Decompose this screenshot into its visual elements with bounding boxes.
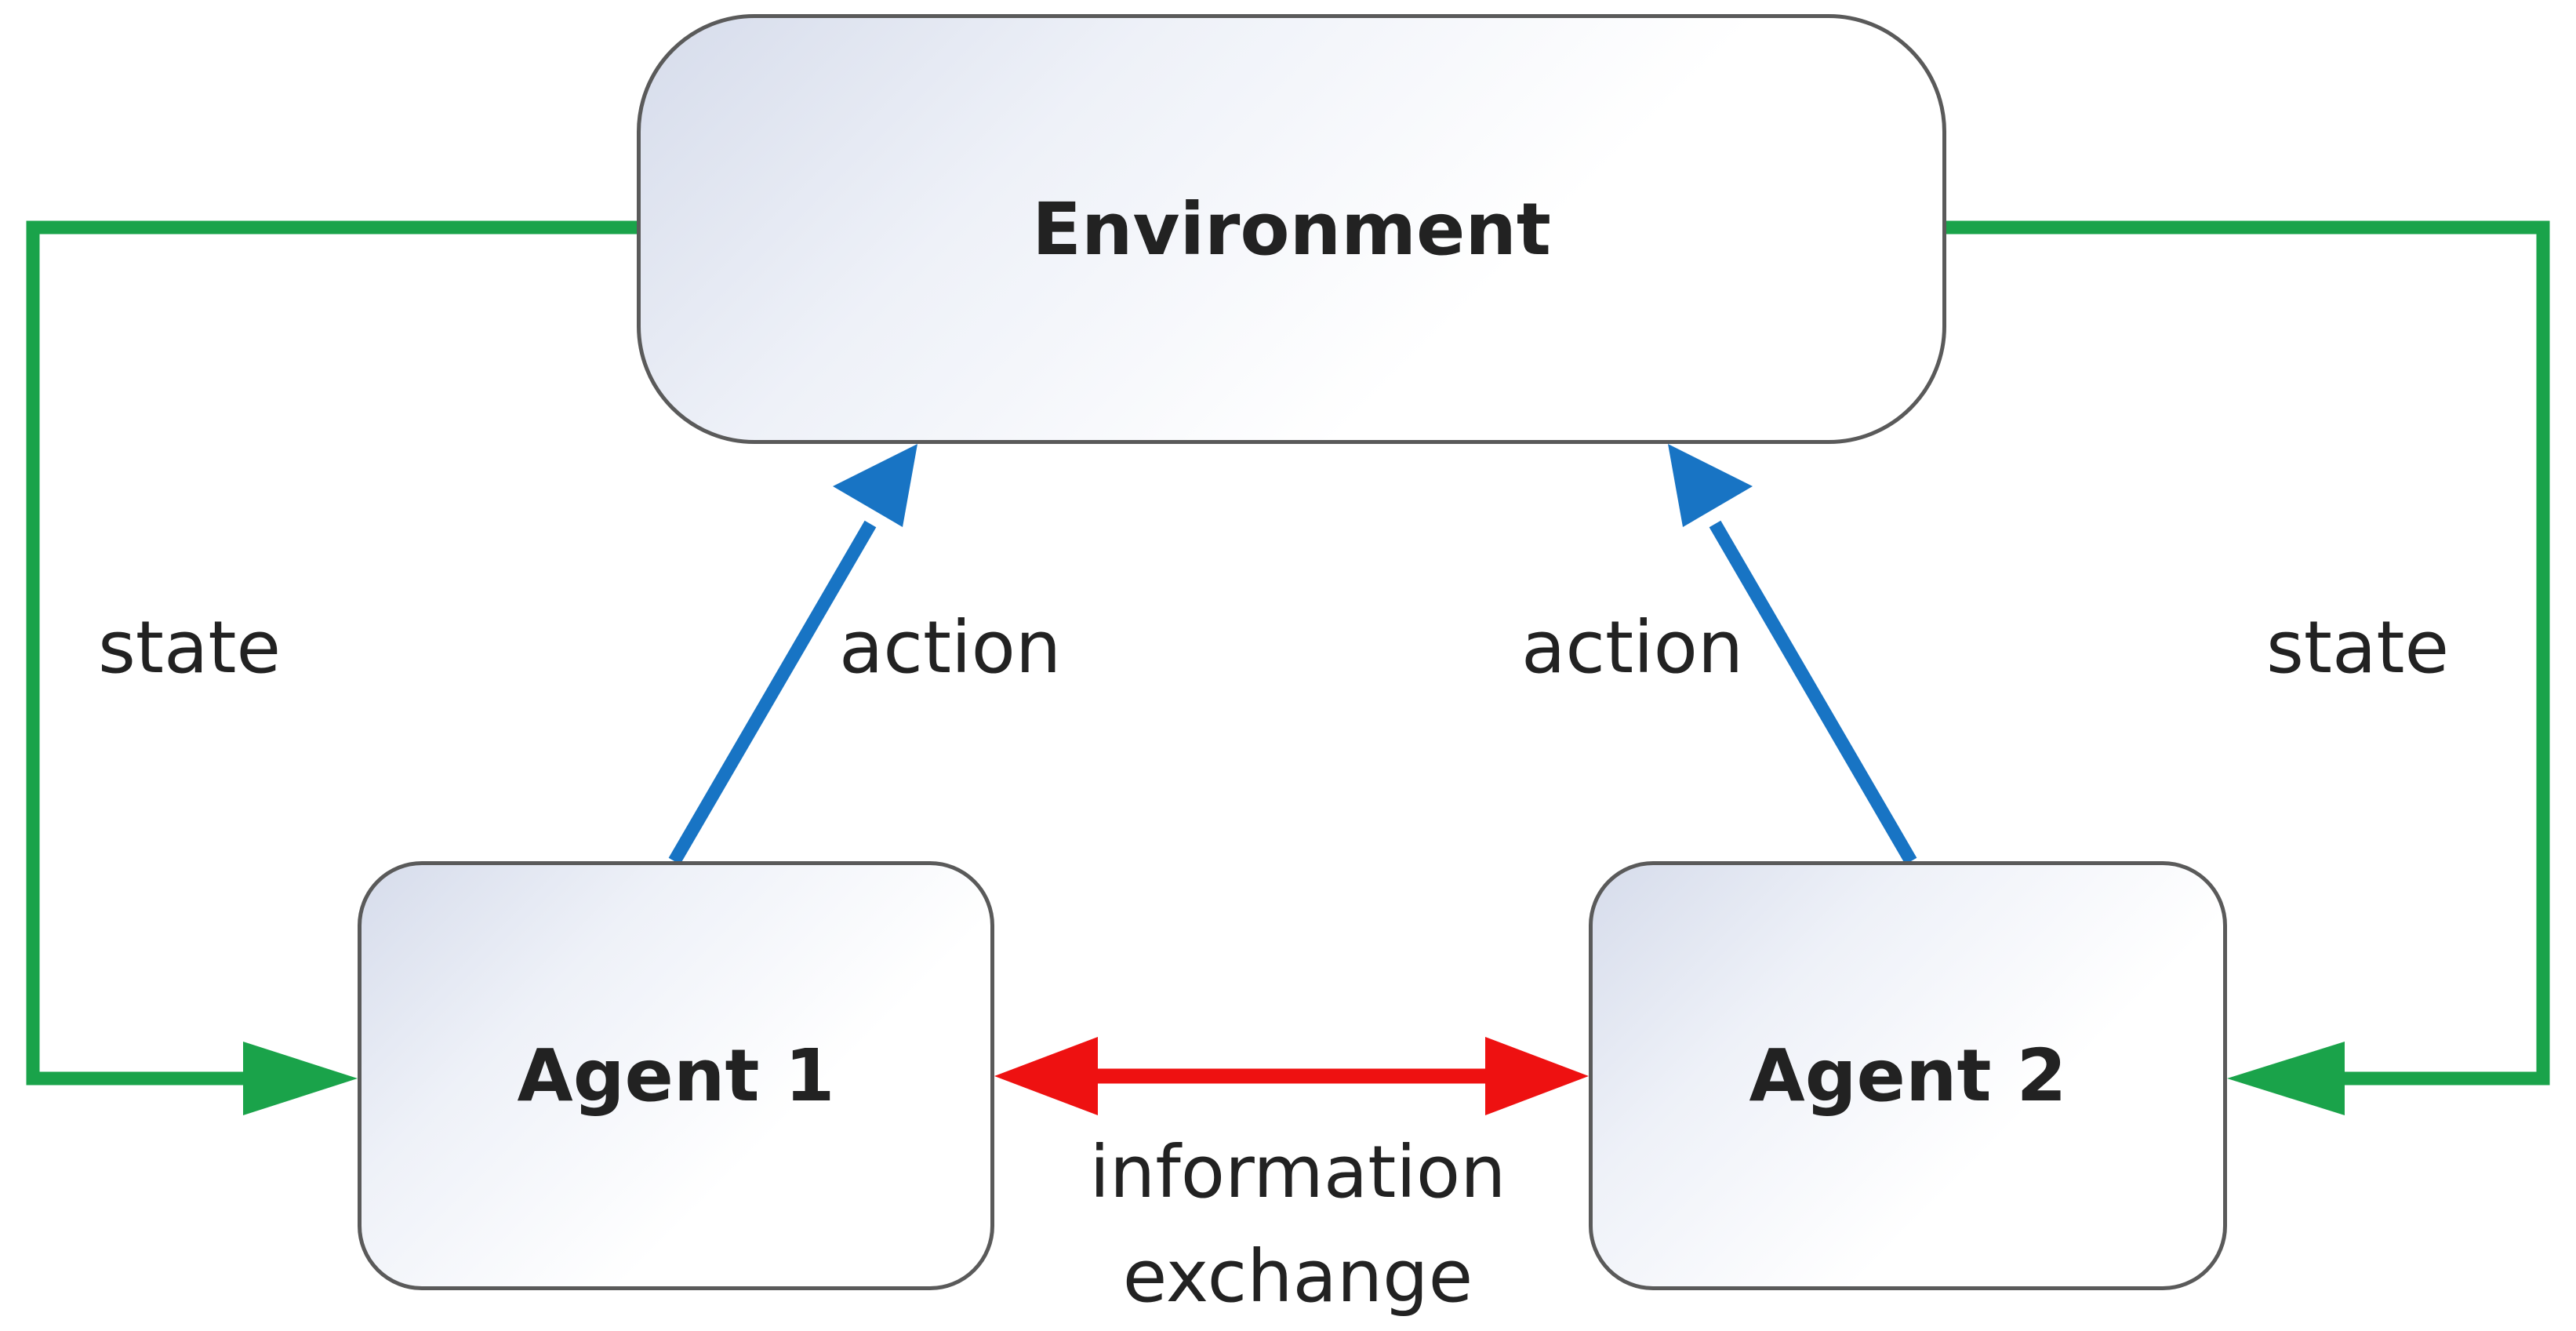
action-label-right: action [1521,605,1744,689]
environment-label: Environment [1032,187,1551,271]
agent2-label: Agent 2 [1749,1034,2067,1118]
state-label-right: state [2266,605,2450,689]
action-arrowhead-right [1668,444,1753,527]
state-arrowhead-left [243,1042,358,1115]
info-exchange-label: information exchange [1043,1120,1553,1329]
action-arrow-left [668,520,877,865]
state-arrow-right [1946,220,2550,1086]
action-arrow-right [1709,520,1917,865]
info-label-line2: exchange [1122,1235,1473,1319]
state-arrowhead-right [2227,1042,2345,1115]
state-label-left: state [98,605,282,689]
agent1-label: Agent 1 [517,1034,835,1118]
info-arrowhead-right [1485,1037,1589,1115]
action-label-left: action [839,605,1062,689]
agent1-box: Agent 1 [358,861,994,1290]
action-arrowhead-left [833,444,917,527]
state-arrow-left [26,220,637,1086]
agent2-box: Agent 2 [1589,861,2227,1290]
environment-box: Environment [637,14,1946,444]
info-arrowhead-left [994,1037,1098,1115]
info-label-line1: information [1089,1130,1506,1214]
